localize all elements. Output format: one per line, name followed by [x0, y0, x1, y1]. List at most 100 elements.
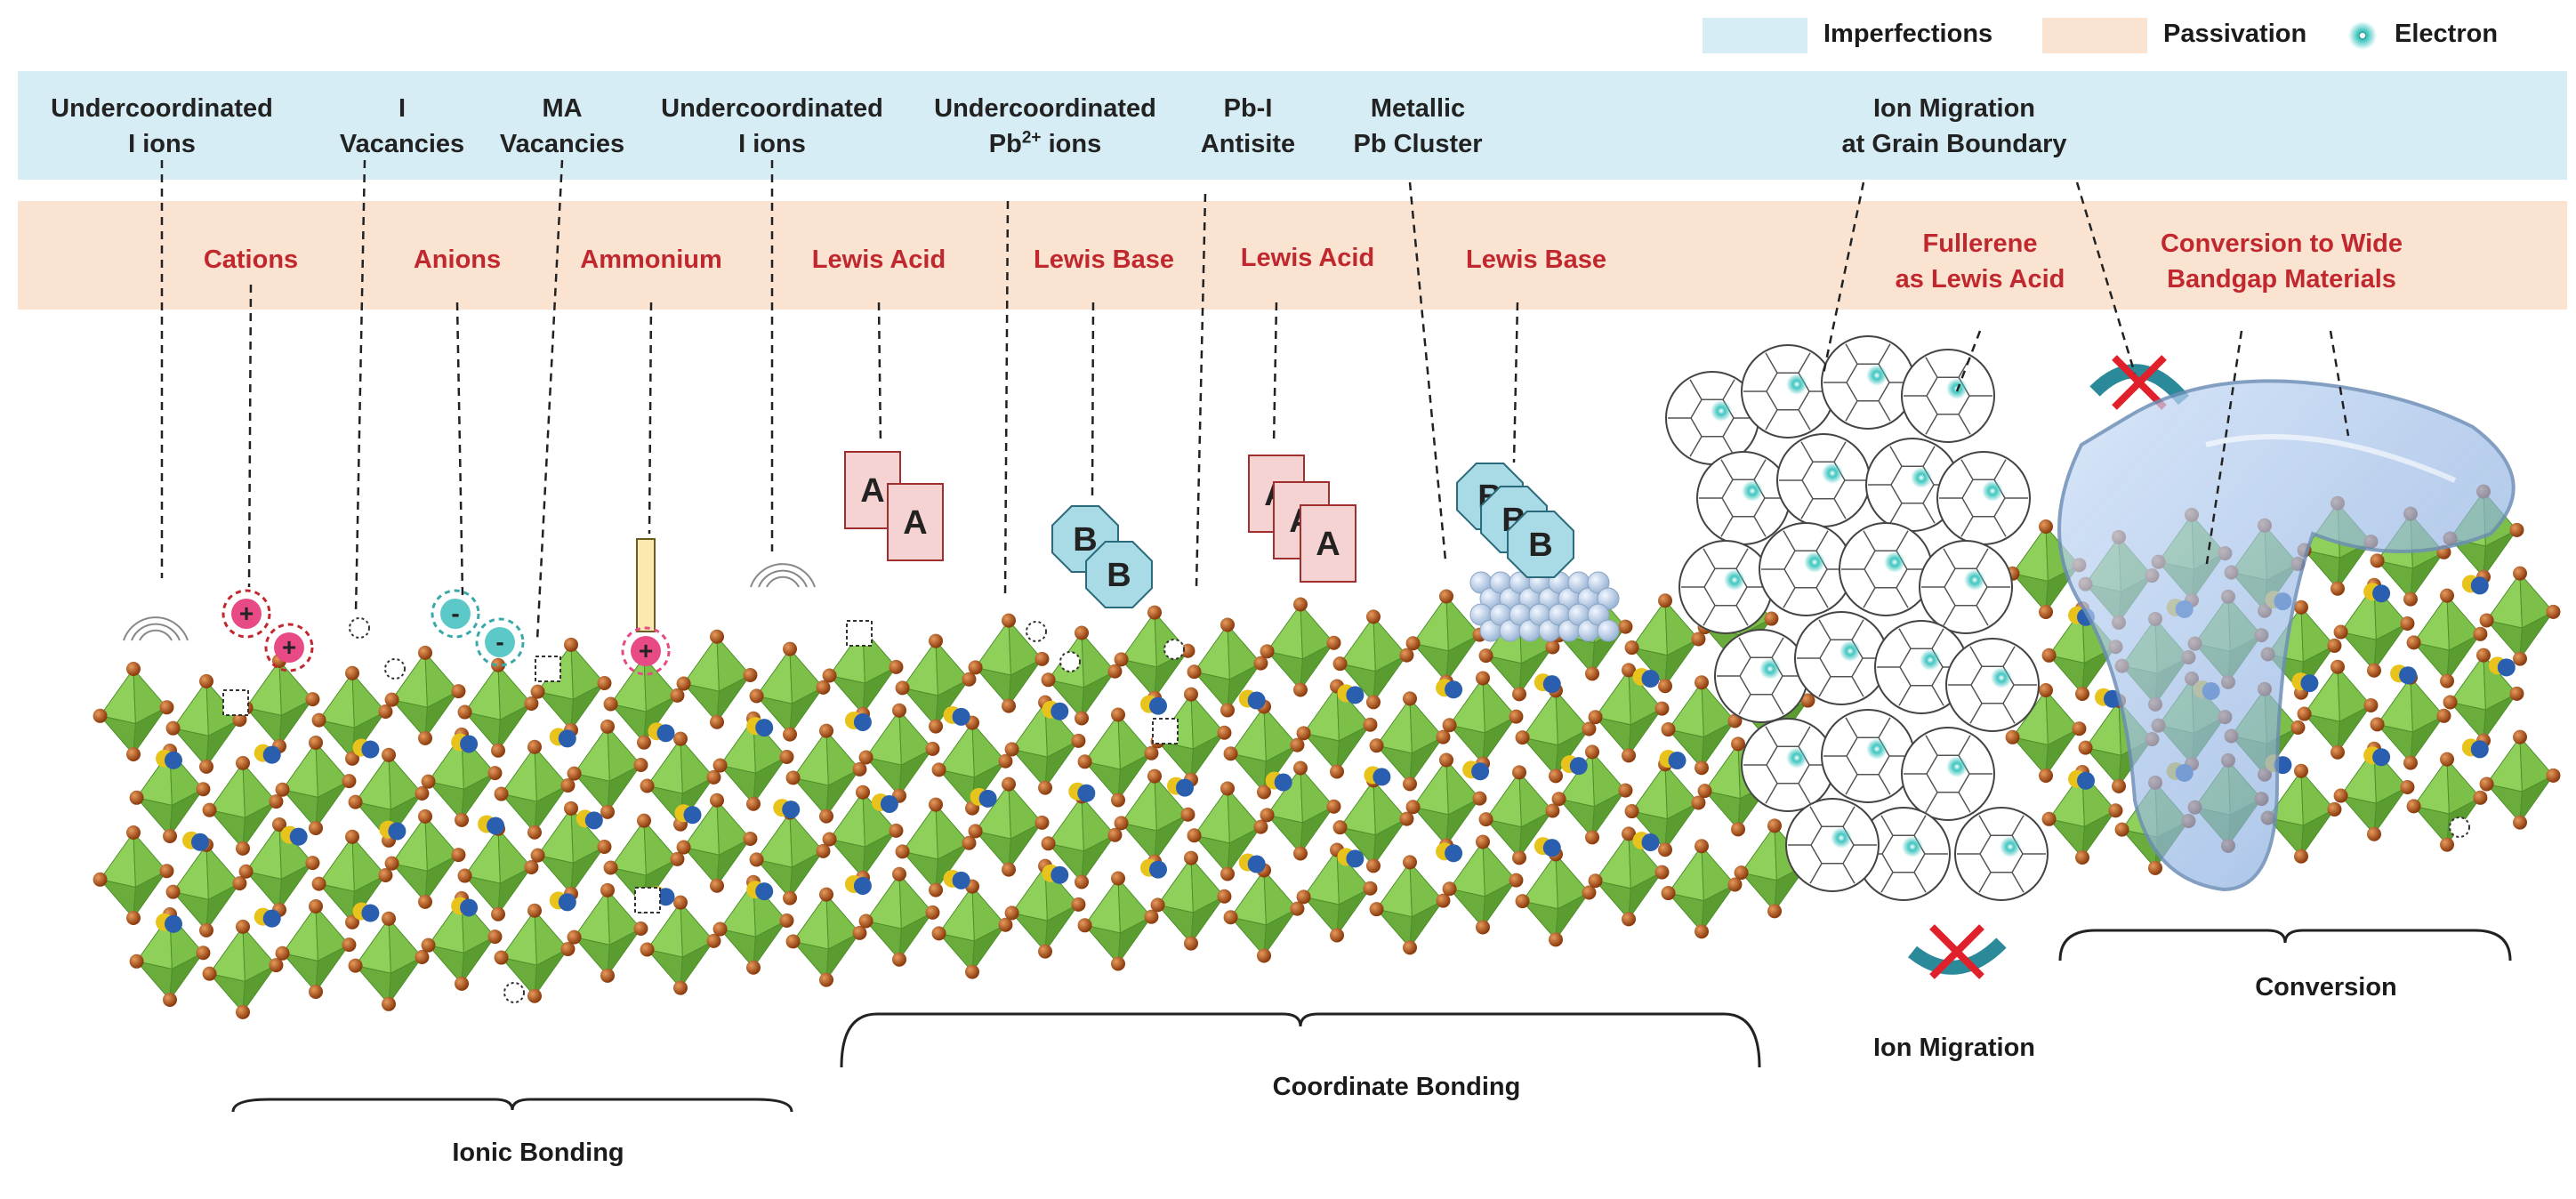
iodide-ion	[1114, 652, 1129, 667]
iodide-ion	[199, 673, 213, 688]
leader-line	[1955, 330, 1982, 392]
electron-icon	[1866, 738, 1888, 760]
iodide-ion	[1436, 729, 1451, 744]
ma-cation	[549, 891, 576, 912]
iodide-ion	[1582, 721, 1597, 736]
iodide-ion	[2546, 604, 2561, 619]
iodide-ion	[272, 817, 286, 832]
octahedron	[238, 653, 320, 753]
iodide-ion	[196, 782, 211, 797]
pb-atom	[1587, 603, 1610, 626]
red-cross	[1929, 924, 1984, 979]
iodide-ion	[749, 852, 764, 867]
electron-icon	[1911, 467, 1932, 488]
iodide-ion	[1695, 760, 1709, 776]
iodide-ion	[1077, 754, 1092, 769]
legend-imperfections-swatch	[1703, 18, 1807, 53]
legend-passivation-label: Passivation	[2163, 20, 2307, 48]
iodide-ion	[1038, 780, 1052, 795]
fullerene	[1696, 451, 1791, 545]
iodide-ion	[1658, 679, 1672, 694]
iodide-ion	[819, 972, 833, 987]
electron-icon	[1804, 551, 1825, 573]
octahedron	[567, 882, 648, 983]
iodide-ion	[163, 829, 177, 843]
iodide-ion	[309, 820, 323, 835]
leader-line	[1003, 200, 1010, 597]
passivation-band	[18, 201, 2567, 310]
octahedron	[384, 809, 466, 909]
iodide-ion	[2513, 651, 2527, 666]
iodide-ion	[2370, 553, 2385, 568]
fullerene	[1741, 718, 1835, 812]
leader-line	[2204, 330, 2243, 570]
iodide-ion	[2476, 648, 2491, 663]
group-brace	[2058, 929, 2512, 962]
iodide-ion	[345, 829, 359, 844]
iodide-ion	[530, 848, 545, 863]
iodide-ion	[202, 802, 217, 817]
iodide-ion	[2406, 635, 2421, 650]
octahedron	[93, 825, 174, 925]
iodide-ion	[858, 750, 873, 765]
electron-icon	[1920, 649, 1941, 671]
iodide-ion	[1512, 687, 1526, 702]
electron-icon	[1964, 569, 1985, 591]
octahedron	[2005, 683, 2087, 783]
iodide-ion	[1369, 902, 1384, 917]
iodide-ion	[2403, 755, 2418, 770]
octahedron	[2260, 763, 2342, 864]
octahedron	[1661, 839, 1743, 939]
iodide-ion	[457, 704, 472, 720]
octahedron	[1478, 765, 1560, 865]
iodide-ion	[275, 782, 290, 797]
ma-cation	[1042, 700, 1069, 720]
fullerene	[1785, 798, 1880, 892]
ma-cation	[352, 902, 380, 922]
iodide-ion	[2440, 752, 2454, 767]
ma-cation	[1238, 689, 1266, 710]
iodide-ion	[1731, 736, 1745, 752]
octahedron	[1624, 593, 1706, 694]
iodide-ion	[1326, 635, 1341, 650]
iodide-ion	[491, 743, 505, 758]
iodide-ion	[785, 770, 801, 785]
iodide-ion	[931, 762, 946, 777]
iodide-ion	[706, 933, 721, 948]
iodide-ion	[1585, 744, 1599, 760]
iodide-ion	[1220, 866, 1235, 881]
iodide-ion	[2039, 683, 2053, 697]
ma-cation	[254, 744, 281, 764]
ma-cation	[156, 913, 182, 933]
iodide-ion	[1217, 725, 1232, 740]
ma-vacancy-cube	[846, 620, 873, 647]
iodide-ion	[929, 797, 943, 812]
iodide-ion	[676, 840, 691, 855]
iodide-ion	[275, 946, 290, 961]
iodide-ion	[1661, 722, 1676, 737]
ma-vacancy-cube	[1152, 718, 1179, 744]
iodide-ion	[600, 968, 615, 983]
ion-sign: +	[282, 633, 296, 661]
iodide-ion	[1585, 830, 1599, 845]
iodide-ion	[2333, 788, 2348, 803]
electron-icon	[1711, 400, 1732, 422]
iodide-ion	[1220, 617, 1235, 632]
iodide-ion	[819, 809, 833, 824]
ma-cation	[1436, 679, 1463, 699]
iodide-ion	[2330, 659, 2345, 674]
iodide-ion	[2370, 717, 2385, 732]
iodide-ion	[1326, 799, 1341, 814]
iodide-ion	[2509, 686, 2524, 701]
iodide-ion	[1002, 613, 1016, 628]
iodide-ion	[199, 922, 213, 937]
iodide-ion	[2479, 613, 2494, 628]
octahedron	[567, 719, 648, 819]
octahedron	[1332, 773, 1414, 873]
